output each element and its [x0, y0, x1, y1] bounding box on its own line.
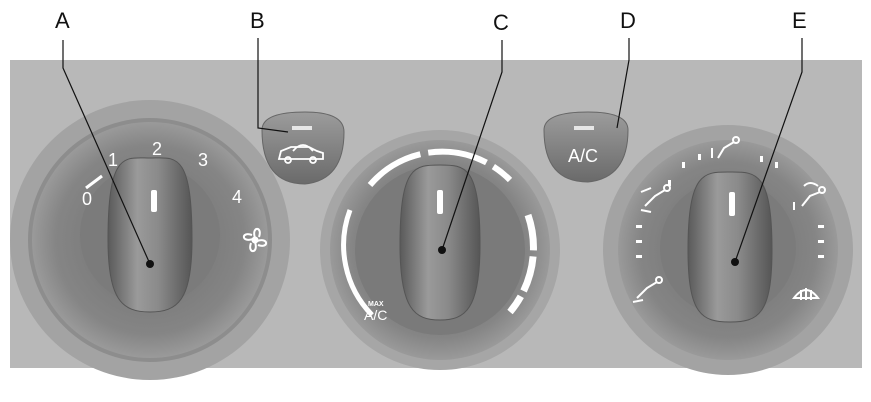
callout-line-d [616, 38, 630, 129]
temperature-knob-indicator [437, 190, 443, 214]
fan-speed-dial: 0 1 2 3 4 [10, 100, 290, 380]
fan-knob-indicator [151, 190, 157, 212]
callout-c: C [493, 10, 509, 35]
temperature-knob[interactable] [399, 164, 481, 321]
face-vent-icon [711, 136, 740, 159]
air-distribution-dial [603, 125, 853, 375]
air-knob-indicator [729, 192, 735, 216]
fan-scale-1: 1 [108, 150, 118, 170]
callout-line-a [62, 40, 151, 265]
max-ac-label: A/C [364, 307, 387, 323]
callout-line-e [734, 38, 803, 263]
recirculation-car-icon [277, 144, 324, 164]
fan-scale-3: 3 [198, 150, 208, 170]
face-feet-icon [640, 184, 671, 213]
callout-line-b [257, 38, 289, 133]
air-scale-dots [636, 154, 824, 258]
callout-dots [146, 246, 739, 268]
callout-line-c [441, 40, 503, 251]
windscreen-defrost-icon [791, 288, 821, 300]
feet-defrost-icon [793, 182, 826, 210]
fan-icon [242, 227, 268, 253]
feet-icon [632, 276, 663, 303]
fan-speed-knob[interactable] [107, 157, 193, 313]
fan-scale-2: 2 [152, 139, 162, 159]
max-label: MAX [368, 301, 384, 308]
callout-b: B [250, 8, 265, 33]
recirculation-button[interactable] [261, 111, 345, 185]
recirculation-led [292, 126, 312, 130]
fan-scale-4: 4 [232, 187, 242, 207]
ac-button[interactable]: A/C [543, 111, 629, 183]
air-distribution-knob[interactable] [687, 171, 773, 323]
ac-led [574, 126, 594, 130]
callout-e: E [792, 8, 807, 33]
callout-d: D [620, 8, 636, 33]
ac-button-label: A/C [568, 146, 598, 166]
fan-scale-0: 0 [82, 189, 92, 209]
callout-a: A [55, 8, 70, 33]
callout-lines [62, 38, 803, 265]
